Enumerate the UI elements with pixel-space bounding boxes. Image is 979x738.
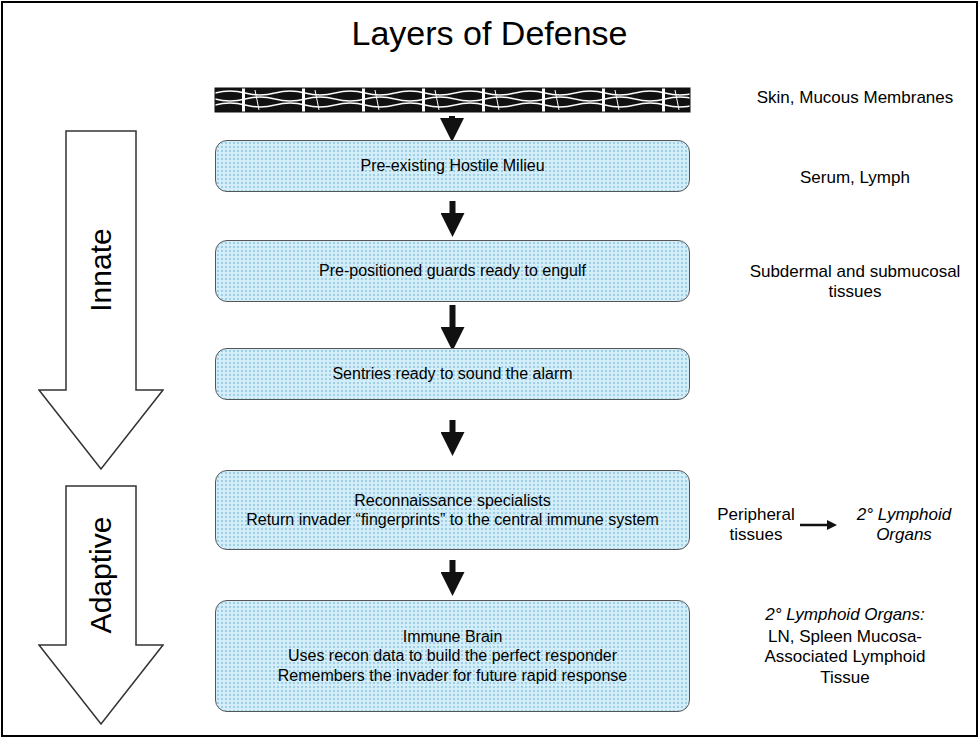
box-text: Remembers the invader for future rapid r… [278,666,628,685]
side-label: LN, Spleen Mucosa-Associated Lymphoid Ti… [750,627,940,688]
process-box: Reconnaissance specialistsReturn invader… [215,470,690,550]
box-text: Reconnaissance specialists [354,491,551,510]
box-text: Pre-positioned guards ready to engulf [319,261,586,280]
phase-arrow: Innate [38,130,164,470]
diagram-title: Layers of Defense [0,14,979,53]
skin-strip [215,88,690,112]
phase-arrow: Adaptive [38,485,164,725]
side-label: 2° Lymphoid Organs: [720,605,970,625]
flow-arrow [450,560,456,578]
box-text: Uses recon data to build the perfect res… [288,646,617,665]
side-label: 2° Lymphoid Organs [836,505,972,546]
box-text: Sentries ready to sound the alarm [332,364,572,383]
phase-label: Adaptive [84,517,118,634]
box-text: Return invader “fingerprints” to the cen… [246,510,659,529]
side-label: Serum, Lymph [745,168,965,188]
side-label: Subdermal and submucosal tissues [745,262,965,303]
process-box: Sentries ready to sound the alarm [215,348,690,400]
box-text: Pre-existing Hostile Milieu [360,156,544,175]
side-label: Peripheral tissues [712,505,800,546]
flow-arrow [450,201,456,219]
phase-label: Innate [84,228,118,311]
box-text: Immune Brain [403,627,503,646]
process-box: Pre-positioned guards ready to engulf [215,240,690,302]
process-box: Immune BrainUses recon data to build the… [215,600,690,712]
flow-arrow [450,420,456,438]
flow-arrow [450,305,456,333]
process-box: Pre-existing Hostile Milieu [215,140,690,192]
side-label: Skin, Mucous Membranes [745,88,965,108]
skin-arrow [449,116,455,130]
tissue-arrow [800,524,832,527]
